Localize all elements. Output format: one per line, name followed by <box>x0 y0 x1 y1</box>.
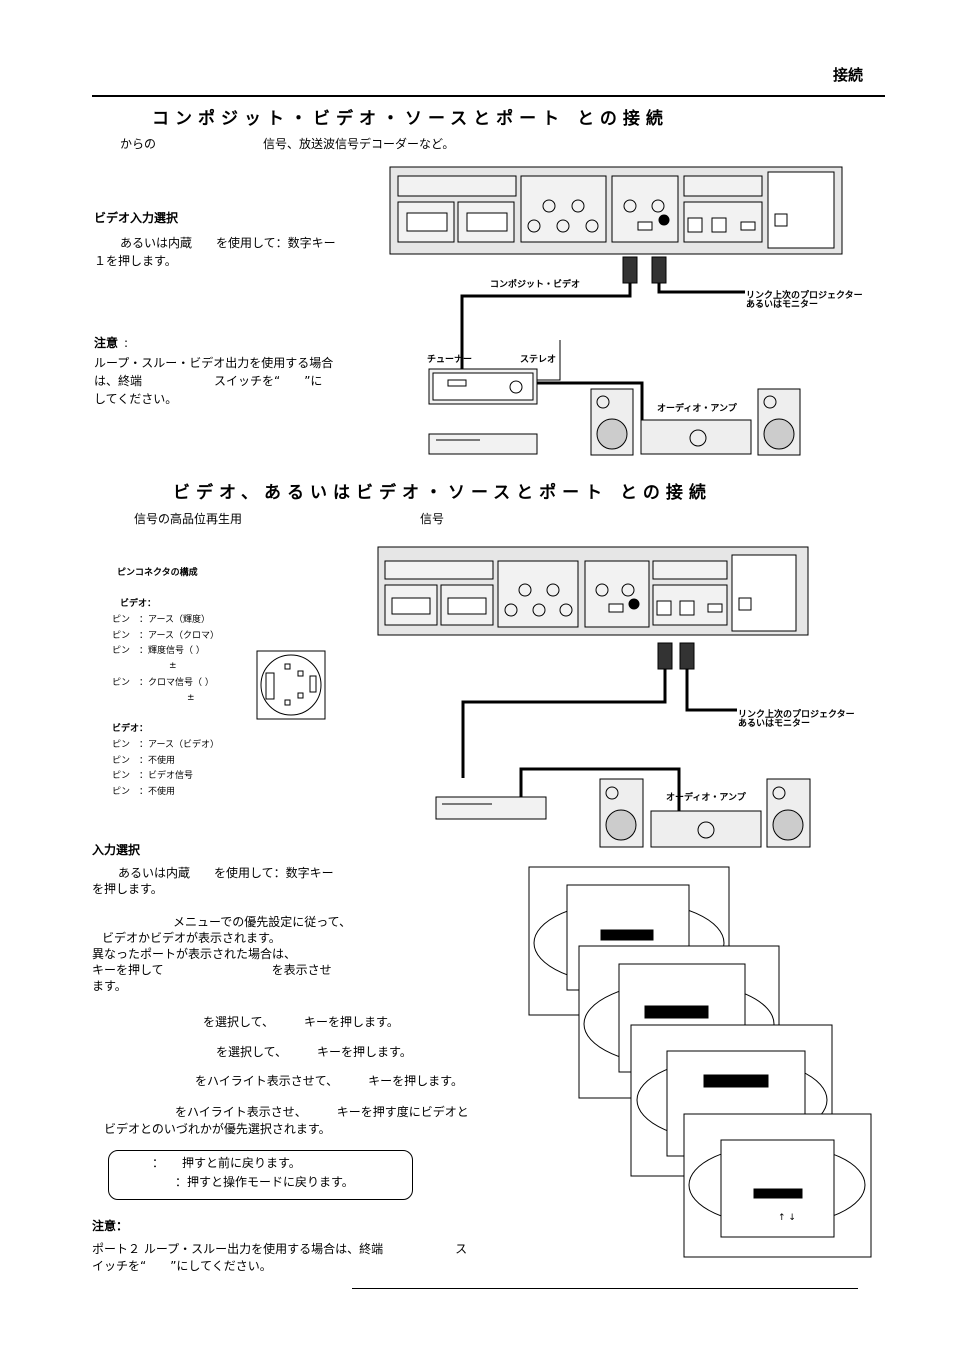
connection-diagram-2 <box>256 546 811 848</box>
video2-title: ビデオ： <box>112 724 149 734</box>
header-rule <box>92 95 885 97</box>
video1-title: ビデオ： <box>120 599 157 609</box>
section2-heading: ビデオ、あるいはビデオ・ソースとポート との接続 <box>173 483 712 503</box>
pin8-row: ピン ：不使用 <box>112 787 176 797</box>
section1-intro-b: 信号、放送波信号デコーダーなど。 <box>263 137 455 151</box>
pin7-row: ピン ：ビデオ信号 <box>112 771 194 781</box>
video-input-select-text2: １を押します。 <box>94 254 177 268</box>
pin2-row: ピン ：アース（クロマ） <box>112 631 220 641</box>
menu-line4: キーを押して を表示させ <box>92 963 332 977</box>
pin4-row: ピン ：クロマ信号（ ） <box>112 678 214 688</box>
section1-heading: コンポジット・ビデオ・ソースとポート との接続 <box>152 109 669 129</box>
link-label-line2: あるいはモニター <box>746 300 819 310</box>
step4-line2: ビデオとのいづれかが優先選択されます。 <box>104 1122 331 1136</box>
section1-note-colon: : <box>124 336 129 350</box>
menu-arrows: ↑ ↓ <box>778 1213 796 1223</box>
pin4-pm: ± <box>187 693 195 703</box>
menu-line5: ます。 <box>92 979 127 993</box>
pin3-row: ピン ：輝度信号（ ） <box>112 646 205 656</box>
step3: をハイライト表示させて、 キーを押します。 <box>195 1074 463 1088</box>
link-label-line1: リンク上次のプロジェクター <box>746 291 863 301</box>
input-select-line1: あるいは内蔵 を使用して：数字キー <box>118 866 334 880</box>
key-help-line2: ：押すと操作モードに戻ります。 <box>175 1175 354 1189</box>
section1-intro-a: からの <box>120 137 157 151</box>
section1-note-title: 注意 <box>94 336 119 350</box>
pin6-row: ピン ：不使用 <box>112 756 176 766</box>
section2-note-title: 注意： <box>92 1219 129 1233</box>
composite-video-label: コンポジット・ビデオ <box>490 280 581 290</box>
pin-config-title: ピンコネクタの構成 <box>117 568 198 578</box>
section2-note-line1: ポート２ ループ・スルー出力を使用する場合は、終端 ス <box>92 1242 468 1256</box>
link-label2-line2: あるいはモニター <box>738 719 811 729</box>
audio-amp-label-1: オーディオ・アンプ <box>657 404 737 414</box>
menu-line2: ビデオかビデオが表示されます。 <box>102 931 281 945</box>
input-select-line2: を押します。 <box>92 882 163 896</box>
pin1-row: ピン ：アース（輝度） <box>112 615 211 625</box>
pin5-row: ピン ：アース（ビデオ） <box>112 740 220 750</box>
menu-line1: メニューでの優先設定に従って、 <box>173 915 352 929</box>
section1-note-line1: ループ・スルー・ビデオ出力を使用する場合 <box>94 356 334 370</box>
step2: を選択して、 キーを押します。 <box>216 1045 412 1059</box>
section2-intro-a: 信号の高品位再生用 <box>134 512 243 526</box>
key-help-line1: ： 押すと前に戻ります。 <box>152 1156 301 1170</box>
video-input-select-text1: あるいは内蔵 を使用して：数字キー <box>120 236 336 250</box>
key-help-box <box>108 1150 413 1200</box>
step4-line1: をハイライト表示させ、 キーを押す度にビデオと <box>175 1105 469 1119</box>
chapter-title: 接続 <box>833 66 864 84</box>
audio-amp-label-2: オーディオ・アンプ <box>666 793 746 803</box>
stereo-label: ステレオ <box>520 355 557 365</box>
video-input-select-title: ビデオ入力選択 <box>94 211 179 225</box>
footer-rule <box>352 1288 858 1289</box>
step1: を選択して、 キーを押します。 <box>203 1015 399 1029</box>
link-label2-line1: リンク上次のプロジェクター <box>738 710 855 720</box>
section2-note-line2: イッチを“ ”にしてください。 <box>92 1259 272 1273</box>
tuner-label: チューナー <box>427 355 473 365</box>
section2-intro-b: 信号 <box>420 512 445 526</box>
pin3-pm: ± <box>169 661 177 671</box>
input-select-title: 入力選択 <box>92 843 141 857</box>
connection-diagram-1 <box>389 166 843 456</box>
section1-note-line2: は、終端 スイッチを“ ”に <box>94 374 323 388</box>
section1-note-line3: してください。 <box>94 392 178 406</box>
menu-line3: 異なったポートが表示された場合は、 <box>92 947 297 961</box>
